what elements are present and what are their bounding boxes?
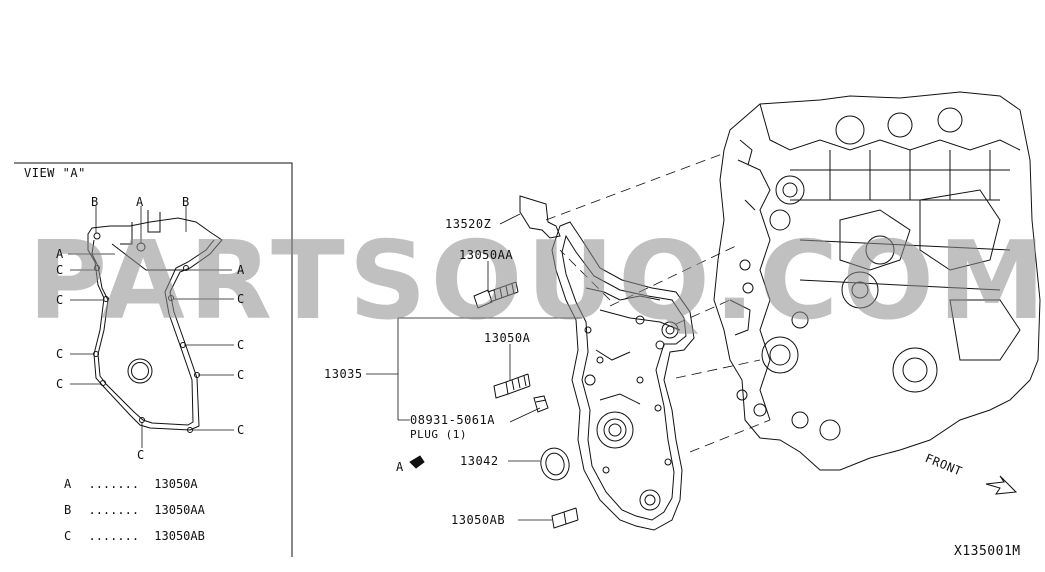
legend-part: 13050A: [154, 477, 198, 491]
callout-leaders: [366, 213, 582, 521]
view-a-letter-c: C: [56, 347, 64, 361]
oil-seal-13042: [540, 447, 570, 481]
dashed-alignment-lines: [545, 153, 771, 453]
legend-row: B ....... 13050AA: [64, 503, 205, 517]
legend-dots: .......: [88, 529, 140, 543]
view-a-letter-c: C: [237, 292, 245, 306]
legend-row: C ....... 13050AB: [64, 529, 205, 543]
view-a-letter-c: C: [237, 368, 245, 382]
callout-plug-qty: PLUG (1): [410, 428, 467, 441]
view-a-letter-c: C: [237, 423, 245, 437]
view-a-letter-c: C: [56, 263, 64, 277]
legend-row: A ....... 13050A: [64, 477, 198, 491]
callout-13035[interactable]: 13035: [324, 367, 363, 381]
view-a-letter-a-right: A: [237, 263, 245, 277]
view-a-letter-c: C: [56, 377, 64, 391]
view-a-letter-c-bottom: C: [137, 448, 145, 462]
legend-dots: .......: [88, 503, 140, 517]
view-a-leaders: [68, 206, 234, 448]
view-a-frame: [14, 162, 293, 557]
legend-part: 13050AA: [154, 503, 205, 517]
view-a-letter-b1: B: [91, 195, 99, 209]
callout-13042[interactable]: 13042: [460, 454, 499, 468]
plug-08931: [533, 395, 549, 413]
gasket-13520Z: [519, 195, 561, 239]
callout-08931-5061A[interactable]: 08931-5061A: [410, 413, 495, 427]
watermark: PARTSOUQ.COM: [28, 219, 1045, 344]
engine-block: [713, 91, 1041, 471]
view-a-letter-c: C: [56, 293, 64, 307]
legend-key: C: [64, 529, 72, 543]
view-a-letter-a1: A: [136, 195, 144, 209]
callout-13050AB[interactable]: 13050AB: [451, 513, 506, 527]
view-a-cover-outline: [87, 210, 223, 433]
legend-key: A: [64, 477, 72, 491]
diagram-id: X135001M: [954, 544, 1021, 559]
legend-part: 13050AB: [154, 529, 205, 543]
view-a-title: VIEW "A": [24, 166, 86, 180]
legend-dots: .......: [88, 477, 140, 491]
legend-key: B: [64, 503, 72, 517]
timing-cover: [551, 221, 695, 531]
bolt-13050AA: [473, 281, 519, 309]
bolt-13050AB: [551, 507, 579, 529]
bolt-13050A: [493, 373, 531, 399]
view-a-letter-c: C: [237, 338, 245, 352]
view-a-arrow: [409, 455, 425, 469]
view-a-letter-b2: B: [182, 195, 190, 209]
view-a-arrow-label: A: [396, 460, 404, 474]
front-arrow: [985, 475, 1018, 495]
callout-13050AA[interactable]: 13050AA: [459, 248, 514, 262]
callout-13520Z[interactable]: 13520Z: [445, 217, 492, 231]
callout-13050A[interactable]: 13050A: [484, 331, 531, 345]
view-a-letter-a-left: A: [56, 247, 64, 261]
